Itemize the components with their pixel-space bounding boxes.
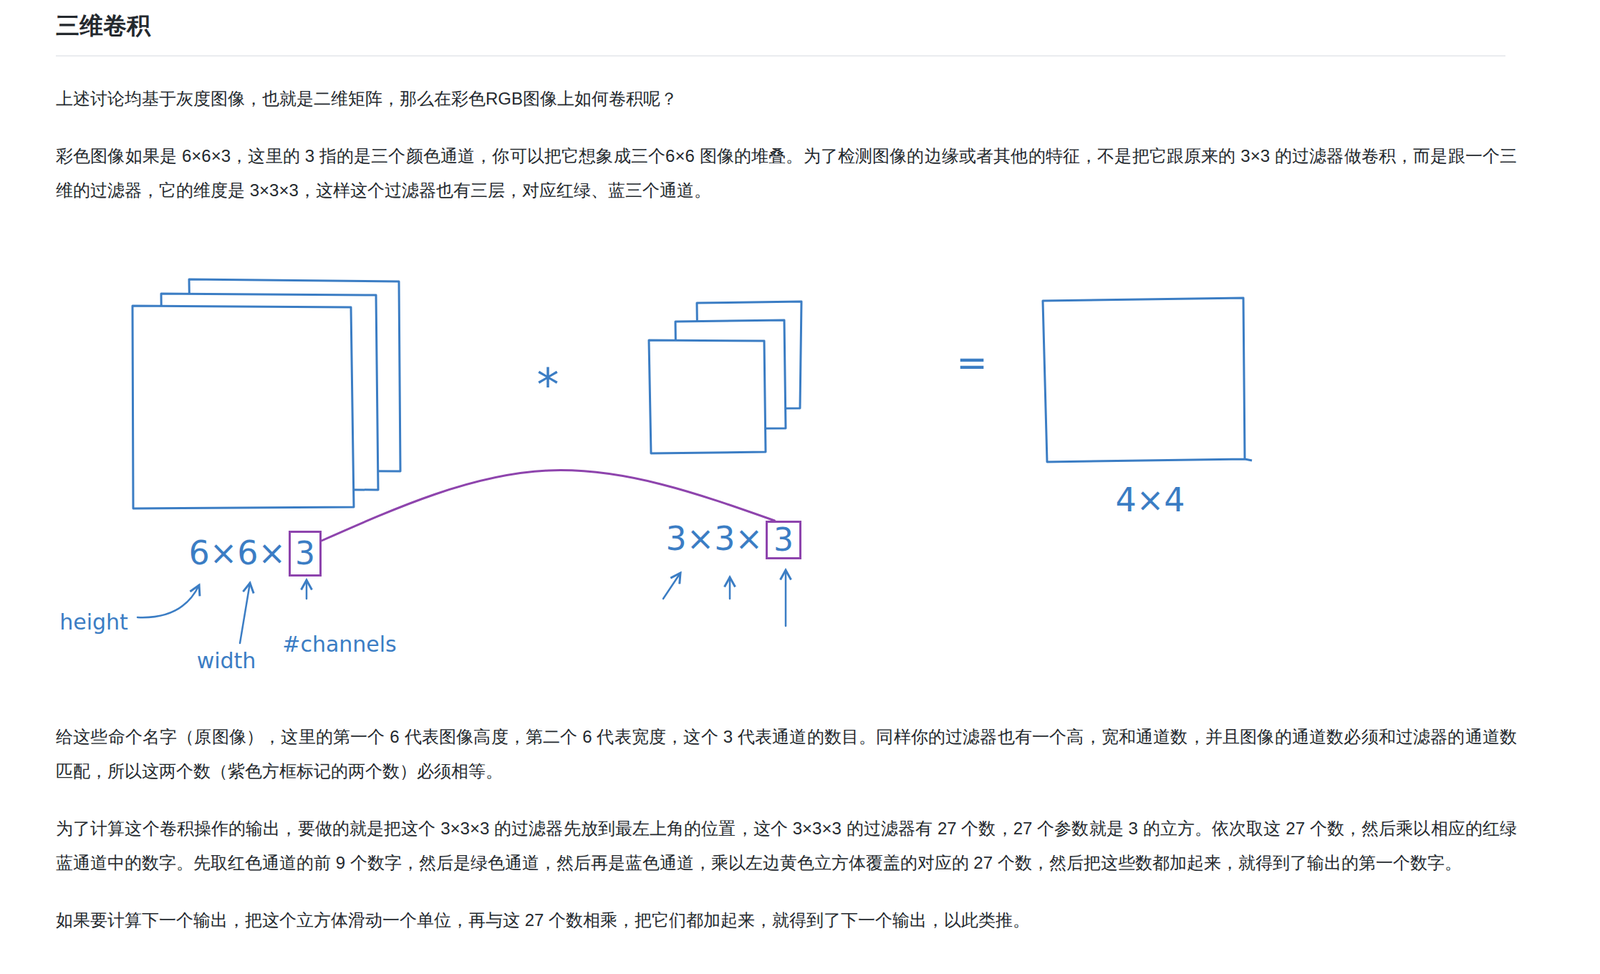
top-text: 上述讨论均基于灰度图像，也就是二维矩阵，那么在彩色RGB图像上如何卷积呢？ 彩色图…: [55, 81, 1545, 208]
dimension-label: 3×3×: [665, 522, 763, 556]
pointer-arrow: [137, 585, 200, 618]
pointer-arrow: [305, 580, 308, 599]
filter-layer: [648, 340, 766, 454]
channel-count: 3: [295, 537, 316, 570]
channel-count: 3: [773, 524, 794, 556]
heading-rule: [55, 55, 1506, 57]
illustration: [0, 207, 1600, 697]
page-title: 三维卷积: [55, 0, 1545, 56]
dimension-label: 4×4: [1115, 483, 1185, 517]
diagram-area: * = 4×4 6×6× 3×3× height width #channels 3 3: [0, 207, 1600, 697]
pointer-arrow: [239, 582, 250, 644]
body-paragraph: 如果要计算下一个输出，把这个立方体滑动一个单位，再与这 27 个数相乘，把它们都…: [55, 903, 1517, 938]
channel-box: 3: [765, 520, 802, 560]
channel-box: 3: [288, 530, 322, 577]
output-square: [1042, 297, 1252, 462]
dimension-label: 6×6×: [188, 536, 286, 570]
connector-layer: [0, 207, 1600, 697]
body-paragraph: 为了计算这个卷积操作的输出，要做的就是把这个 3×3×3 的过滤器先放到最左上角…: [55, 811, 1517, 881]
convolution-operator: *: [537, 363, 560, 408]
axis-note: width: [196, 650, 257, 672]
pointer-arrow: [663, 572, 681, 599]
image-layer: [132, 305, 354, 509]
body-paragraph: 彩色图像如果是 6×6×3，这里的 3 指的是三个颜色通道，你可以把它想象成三个…: [55, 138, 1517, 208]
pointer-arrow: [729, 577, 732, 599]
pointer-arrow: [784, 570, 788, 626]
axis-note: height: [59, 611, 129, 634]
title-slot: 三维卷积: [55, 0, 1545, 56]
body-paragraph: 给这些命个名字（原图像），这里的第一个 6 代表图像高度，第二个 6 代表宽度，…: [55, 719, 1517, 789]
body-paragraph: 上述讨论均基于灰度图像，也就是二维矩阵，那么在彩色RGB图像上如何卷积呢？: [55, 81, 1517, 117]
axis-note: #channels: [282, 633, 397, 656]
page: 三维卷积 上述讨论均基于灰度图像，也就是二维矩阵，那么在彩色RGB图像上如何卷积…: [0, 0, 1600, 938]
bottom-text: 给这些命个名字（原图像），这里的第一个 6 代表图像高度，第二个 6 代表宽度，…: [55, 719, 1545, 938]
equals-sign: =: [956, 343, 988, 382]
